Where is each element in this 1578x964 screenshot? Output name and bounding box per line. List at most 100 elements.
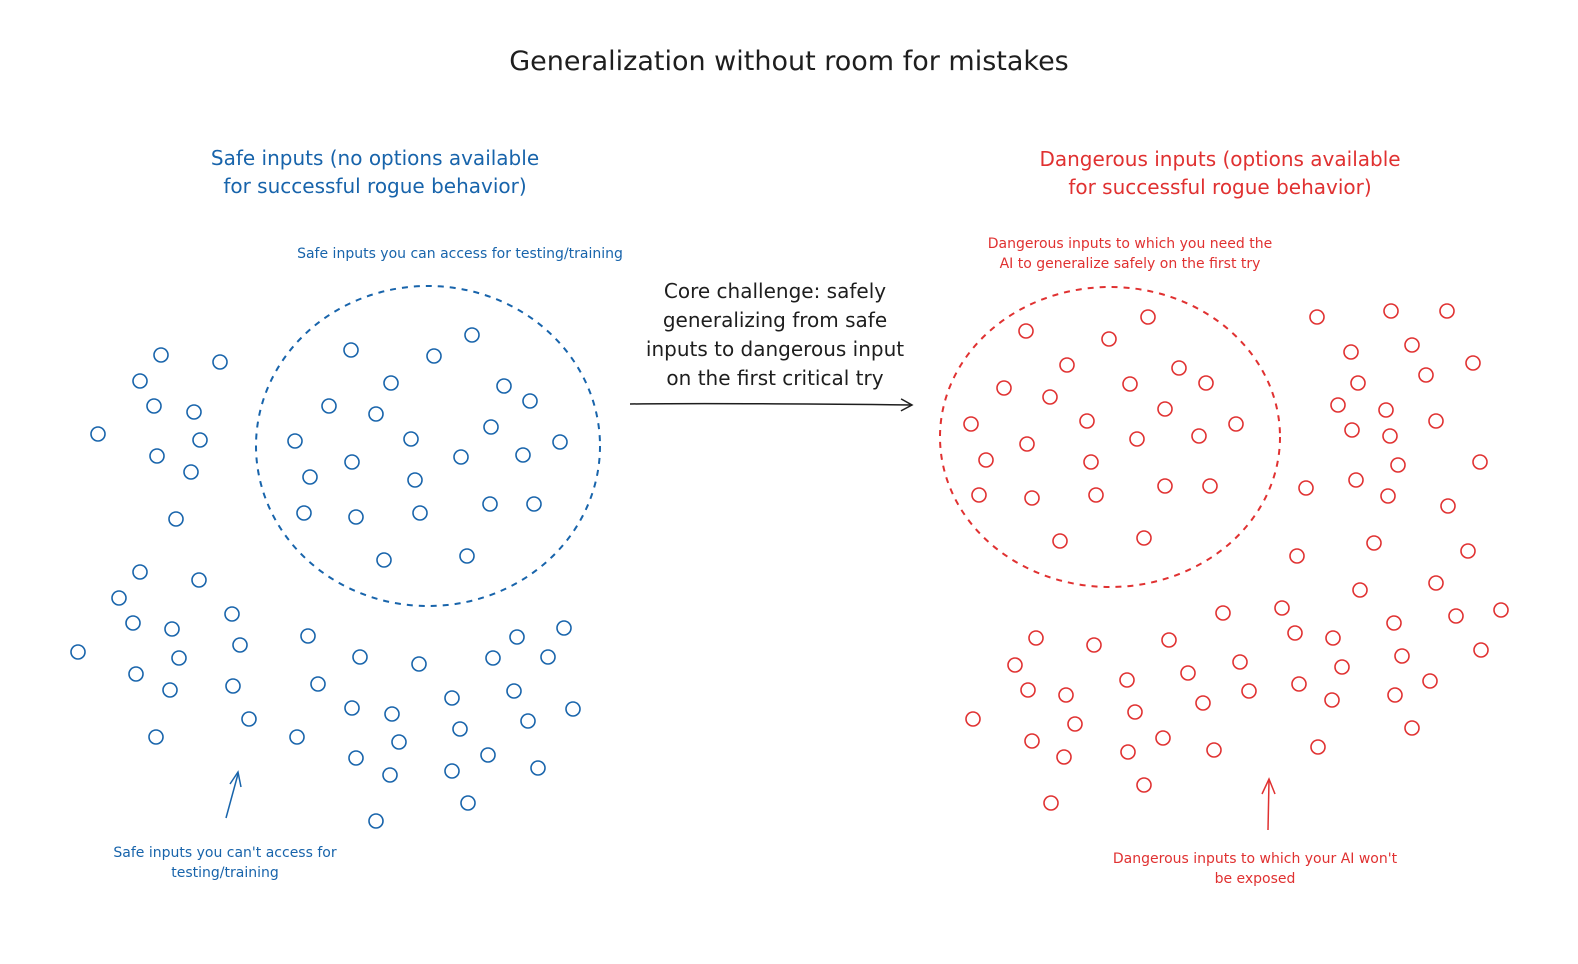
safe-input-dot — [310, 676, 326, 692]
safe-input-dot — [148, 729, 164, 745]
dangerous-input-dot — [1007, 657, 1023, 673]
dangerous-input-dot — [1024, 733, 1040, 749]
dangerous-input-dot — [1028, 630, 1044, 646]
safe-input-dot — [149, 448, 165, 464]
safe-input-dot — [321, 398, 337, 414]
safe-input-dot — [383, 375, 399, 391]
dangerous-input-dot — [1171, 360, 1187, 376]
dangerous-input-dot — [1390, 457, 1406, 473]
safe-input-dot — [496, 378, 512, 394]
safe-input-dot — [376, 552, 392, 568]
dangerous-input-dot — [1088, 487, 1104, 503]
dangerous-input-dot — [1274, 600, 1290, 616]
safe-input-dot — [224, 606, 240, 622]
core-challenge-label: Core challenge: safely generalizing from… — [645, 279, 905, 390]
dangerous-input-dot — [1086, 637, 1102, 653]
dangerous-input-dot — [1394, 648, 1410, 664]
safe-input-dot — [452, 721, 468, 737]
safe-input-dot — [485, 650, 501, 666]
dangerous-input-dot — [1382, 428, 1398, 444]
dangerous-input-dot — [1129, 431, 1145, 447]
safe-input-dot — [225, 678, 241, 694]
safe-input-dot — [162, 682, 178, 698]
dangerous-input-dot — [1215, 605, 1231, 621]
safe-input-dot — [460, 795, 476, 811]
safe-inaccessible-label: Safe inputs you can't access for testing… — [113, 845, 337, 881]
dangerous-input-dot — [1155, 730, 1171, 746]
safe-input-dot — [540, 649, 556, 665]
dangerous-input-dot — [1383, 303, 1399, 319]
dangerous-input-dot — [1101, 331, 1117, 347]
dangerous-input-dot — [1241, 683, 1257, 699]
dangerous-input-dot — [1366, 535, 1382, 551]
safe-input-dot — [241, 711, 257, 727]
dangerous-input-dot — [1348, 472, 1364, 488]
dangerous-input-dots — [963, 303, 1509, 811]
safe-input-dot — [153, 347, 169, 363]
dangerous-input-dot — [1206, 742, 1222, 758]
dangerous-input-dot — [1493, 602, 1509, 618]
safe-input-dot — [509, 629, 525, 645]
dangerous-input-dot — [1404, 720, 1420, 736]
dangerous-input-dot — [1330, 397, 1346, 413]
safe-input-dot — [287, 433, 303, 449]
dangerous-input-dot — [1056, 749, 1072, 765]
dangerous-input-dot — [1202, 478, 1218, 494]
dangerous-input-dot — [1473, 642, 1489, 658]
safe-pointer-arrow — [225, 770, 242, 819]
safe-input-dot — [125, 615, 141, 631]
dangerous-input-dot — [1465, 355, 1481, 371]
safe-input-dot — [344, 454, 360, 470]
safe-input-dot — [556, 620, 572, 636]
dangerous-input-dot — [1136, 530, 1152, 546]
safe-input-dot — [344, 700, 360, 716]
safe-input-dot — [343, 342, 359, 358]
dangerous-input-dot — [1387, 687, 1403, 703]
dangerous-input-dot — [1122, 376, 1138, 392]
safe-input-dot — [302, 469, 318, 485]
safe-input-dot — [565, 701, 581, 717]
safe-input-dot — [412, 505, 428, 521]
safe-input-dot — [464, 327, 480, 343]
safe-accessible-label: Safe inputs you can access for testing/t… — [297, 246, 623, 262]
safe-input-dot — [444, 690, 460, 706]
dangerous-input-dot — [1059, 357, 1075, 373]
safe-input-dot — [289, 729, 305, 745]
safe-input-dot — [483, 419, 499, 435]
safe-input-dot — [192, 432, 208, 448]
dangerous-input-dot — [1191, 428, 1207, 444]
dangerous-input-dot — [1378, 402, 1394, 418]
safe-input-dot — [171, 650, 187, 666]
safe-input-dot — [191, 572, 207, 588]
safe-input-dot — [482, 496, 498, 512]
dangerous-input-dot — [1422, 673, 1438, 689]
dangerous-input-dot — [1232, 654, 1248, 670]
safe-input-dot — [368, 406, 384, 422]
dangerous-input-dot — [963, 416, 979, 432]
dangerous-input-dot — [1140, 309, 1156, 325]
safe-input-dot — [348, 509, 364, 525]
safe-input-dot — [183, 464, 199, 480]
dangerous-input-dot — [1136, 777, 1152, 793]
dangerous-input-dot — [1020, 682, 1036, 698]
dangerous-input-dot — [1352, 582, 1368, 598]
safe-input-dot — [382, 767, 398, 783]
safe-input-dot — [530, 760, 546, 776]
dangerous-input-dot — [1161, 632, 1177, 648]
dangerous-input-dot — [1180, 665, 1196, 681]
safe-input-dot — [146, 398, 162, 414]
dangerous-input-dot — [1418, 367, 1434, 383]
safe-input-dot — [384, 706, 400, 722]
dangerous-input-dot — [1120, 744, 1136, 760]
dangerous-input-dot — [1018, 323, 1034, 339]
safe-input-dot — [90, 426, 106, 442]
safe-accessible-region — [255, 285, 601, 607]
dangerous-first-try-region — [939, 286, 1281, 588]
safe-input-dot — [368, 813, 384, 829]
dangerous-input-dot — [1404, 337, 1420, 353]
dangerous-input-dot — [1334, 659, 1350, 675]
safe-input-dot — [522, 393, 538, 409]
dangerous-input-dot — [1042, 389, 1058, 405]
safe-input-dot — [411, 656, 427, 672]
safe-input-dot — [164, 621, 180, 637]
